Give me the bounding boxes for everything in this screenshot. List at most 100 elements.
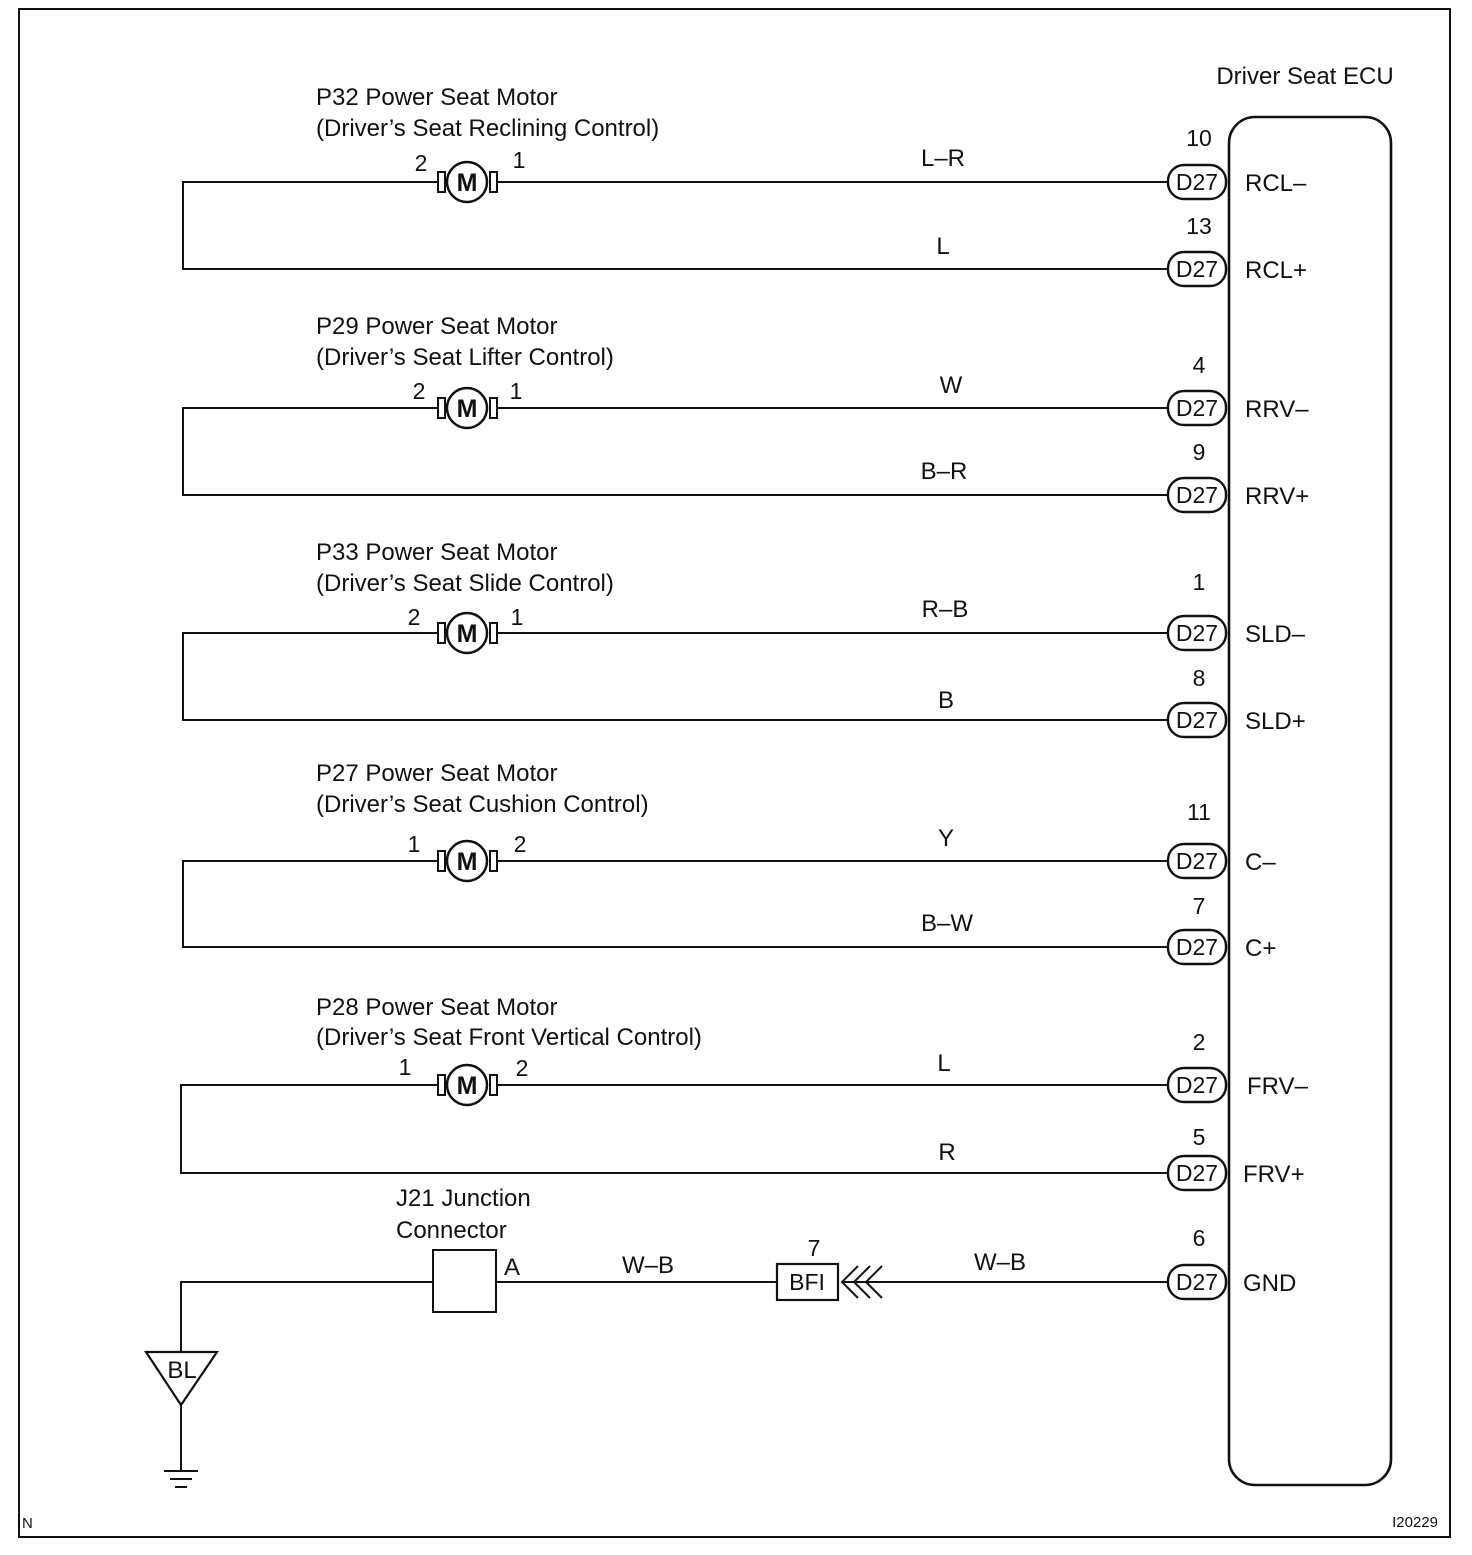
motor-circuit-p28: P28 Power Seat Motor (Driver’s Seat Fron…: [180, 994, 1169, 1174]
motor-icon: M: [437, 611, 498, 655]
ground-point-triangle: [143, 1350, 220, 1407]
motor-pin-right: 2: [514, 831, 527, 857]
connector-code: D27: [1176, 1072, 1218, 1098]
motor-title: P33 Power Seat Motor: [316, 539, 557, 566]
wire-color-label: W–B: [974, 1249, 1026, 1276]
ground-point-label: BL: [167, 1357, 196, 1384]
ecu-pin-name: FRV+: [1243, 1161, 1305, 1188]
wire-color-label: L–R: [921, 145, 965, 172]
ecu-pin-6: D27 11C–: [1166, 799, 1276, 880]
motor-subtitle: (Driver’s Seat Cushion Control): [316, 791, 649, 818]
wire-color-label: R: [938, 1139, 955, 1166]
motor-symbol: M: [457, 848, 478, 876]
ecu-pin-number: 4: [1193, 352, 1206, 378]
motor-pin-right: 1: [510, 378, 523, 404]
wire-color-label: W: [940, 372, 963, 399]
connector-d27-shape: [1166, 1154, 1228, 1192]
wire-loop: [182, 181, 1169, 270]
connector-d27-shape: [1166, 701, 1228, 739]
ecu-pin-number: 10: [1186, 125, 1212, 151]
motor-symbol: M: [457, 620, 478, 648]
motor-symbol: M: [457, 395, 478, 423]
diagram-frame: [18, 8, 1451, 1538]
wire-color-label: L: [936, 233, 949, 260]
connector-code: D27: [1176, 256, 1218, 282]
motor-pin-left: 2: [413, 378, 426, 404]
wire-loop: [182, 860, 1169, 948]
connector-code: D27: [1176, 620, 1218, 646]
motor-subtitle: (Driver’s Seat Front Vertical Control): [316, 1024, 702, 1051]
motor-icon: M: [437, 160, 498, 204]
ecu-pin-name: SLD–: [1245, 621, 1306, 648]
motor-title: P28 Power Seat Motor: [316, 994, 557, 1021]
connector-d27-shape: [1166, 163, 1228, 201]
motor-icon: M: [437, 386, 498, 430]
junction-connector-box: [432, 1249, 497, 1313]
motor-pin-right: 1: [511, 604, 524, 630]
ecu-pin-name: SLD+: [1245, 708, 1306, 735]
figure-id: I20229: [1392, 1514, 1438, 1531]
ecu-pin-number: 11: [1187, 799, 1211, 825]
wire-color-label: R–B: [922, 596, 969, 623]
ecu-pin-number: 9: [1193, 439, 1206, 465]
motor-icon: M: [437, 839, 498, 883]
ecu-pin-number: 2: [1193, 1029, 1206, 1055]
connector-code: D27: [1176, 169, 1218, 195]
connector-d27-shape: [1166, 476, 1228, 514]
motor-symbol: M: [457, 169, 478, 197]
inline-connector-pin: 7: [808, 1235, 821, 1261]
motor-pin-right: 1: [513, 147, 526, 173]
ground-circuit: J21 Junction Connector A W–B 7 BFI W–B B…: [143, 1185, 1169, 1488]
connector-code: D27: [1176, 1160, 1218, 1186]
driver-seat-ecu-box: [1227, 115, 1393, 1487]
wire-color-label: B–W: [921, 910, 973, 937]
wire-loop: [180, 1084, 1169, 1174]
motor-subtitle: (Driver’s Seat Lifter Control): [316, 344, 614, 371]
ecu-pin-number: 13: [1186, 213, 1212, 239]
ecu-pin-name: C–: [1245, 849, 1276, 876]
ecu-pin-number: 7: [1193, 893, 1206, 919]
motor-subtitle: (Driver’s Seat Slide Control): [316, 570, 614, 597]
wire-color-label: W–B: [622, 1252, 674, 1279]
motor-circuit-p33: P33 Power Seat Motor (Driver’s Seat Slid…: [182, 539, 1169, 721]
motor-icon: M: [437, 1063, 498, 1107]
junction-terminal: A: [504, 1254, 520, 1281]
ecu-pin-number: 5: [1193, 1124, 1206, 1150]
footer-left-code: N: [22, 1515, 33, 1532]
motor-subtitle: (Driver’s Seat Reclining Control): [316, 115, 659, 142]
ground-wire-left: [180, 1281, 433, 1352]
ecu-title: Driver Seat ECU: [1216, 63, 1393, 90]
ecu-pin-name: C+: [1245, 935, 1276, 962]
motor-pin-right: 2: [516, 1055, 529, 1081]
motor-title: P27 Power Seat Motor: [316, 760, 557, 787]
wire-loop: [182, 632, 1169, 721]
wire-color-label: B: [938, 687, 954, 714]
motor-title: P32 Power Seat Motor: [316, 84, 557, 111]
ecu-pin-number: 8: [1193, 665, 1206, 691]
connector-code: D27: [1176, 934, 1218, 960]
motor-title: P29 Power Seat Motor: [316, 313, 557, 340]
connector-d27-shape: [1166, 614, 1228, 652]
motor-pin-left: 2: [415, 150, 428, 176]
connector-d27-shape: [1166, 1263, 1228, 1301]
connector-d27-shape: [1166, 250, 1228, 288]
connector-code: D27: [1176, 707, 1218, 733]
ecu-pin-name: RRV+: [1245, 483, 1309, 510]
connector-code: D27: [1176, 848, 1218, 874]
motor-pin-left: 1: [399, 1054, 412, 1080]
junction-title: J21 Junction: [396, 1185, 531, 1212]
ecu-pin-name: GND: [1243, 1270, 1296, 1297]
connector-code: D27: [1176, 1269, 1218, 1295]
connector-d27-shape: [1166, 1066, 1228, 1104]
